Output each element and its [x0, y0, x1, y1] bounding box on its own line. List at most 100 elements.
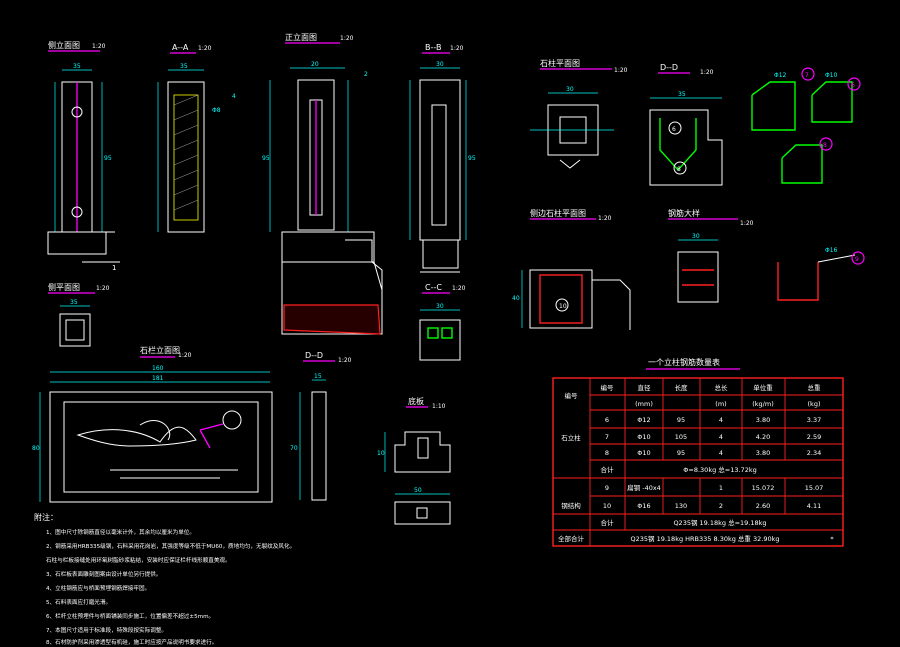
callout: 2 — [364, 71, 368, 78]
stirrup — [659, 118, 697, 172]
rebar-shape-1 — [751, 81, 796, 131]
note-line: 3、石栏板表面雕刻图案由设计单位另行提供。 — [46, 570, 161, 578]
deck-slab — [281, 261, 383, 335]
view-rebar-detail: 钢筋大样 1:20 30 — [668, 208, 754, 303]
callout: 8 — [823, 142, 827, 149]
dim-text: 95 — [468, 155, 476, 162]
header-cell: 单位重 — [753, 383, 773, 392]
cell: 9 — [605, 484, 609, 492]
view-title: B--B — [425, 43, 441, 52]
view-scale: 1:20 — [614, 67, 628, 74]
rebar-label: Φ16 — [825, 247, 838, 254]
note-line: 1、图中尺寸除钢筋直径以毫米计外，其余均以厘米为单位。 — [46, 528, 195, 536]
detail-outline — [677, 251, 719, 303]
plan-core — [65, 319, 85, 341]
rebar-box — [427, 327, 439, 339]
deck-block — [281, 231, 375, 263]
cell: 2 — [719, 502, 723, 510]
view-scale: 1:10 — [432, 403, 446, 410]
cell: 4.20 — [756, 433, 770, 441]
cell: 2.34 — [807, 449, 821, 457]
view-rail-panel: 石栏立面图 1:20 160 181 80 — [32, 345, 273, 503]
cell: 2.60 — [756, 502, 770, 510]
view-scale: 1:20 — [338, 357, 352, 364]
dim-text: 15 — [314, 373, 322, 380]
cell: 4.11 — [807, 502, 821, 510]
view-title: 底板 — [408, 396, 424, 406]
callout-circle — [801, 67, 815, 81]
view-section-aa: A--A 1:20 35 Φ8 4 — [157, 43, 236, 233]
table-row: 7 Φ10 105 4 4.20 2.59 — [605, 433, 821, 441]
leader-line — [817, 254, 856, 263]
view-front-elevation: 正立面图 1:20 20 95 2 — [262, 32, 383, 335]
rebar-label: Φ12 — [774, 72, 787, 79]
plan-outline — [59, 313, 91, 347]
view-scale: 1:20 — [450, 45, 464, 52]
cell: 95 — [677, 449, 685, 457]
view-scale: 1:20 — [96, 285, 110, 292]
header-cell: 直径 — [638, 383, 652, 392]
dim-text: 40 — [512, 295, 520, 302]
dim-text: 95 — [104, 155, 112, 162]
header-cell: (m) — [715, 400, 726, 408]
sum-label: 合计 — [601, 518, 615, 527]
cell: 3.80 — [756, 416, 770, 424]
cell: 105 — [675, 433, 687, 441]
note-line: 7、本图尺寸适用于标准段，特殊段按实际调整。 — [46, 626, 167, 634]
note-line: 石柱与栏板接缝处用环氧树脂砂浆粘结，安装时应保证栏杆线形顺直美观。 — [46, 556, 231, 564]
cell: Φ12 — [637, 416, 650, 424]
carving-motif — [76, 426, 197, 447]
view-title: 石柱平面图 — [540, 58, 580, 68]
view-section-cc: C--C 1:20 30 — [419, 283, 466, 361]
cell: 6 — [605, 416, 609, 424]
view-section-dd-top: D--D 1:20 6 8 35 — [649, 63, 723, 186]
cell: 4 — [719, 433, 723, 441]
rebar-u-shape — [777, 262, 819, 301]
dim-text: 80 — [32, 445, 40, 452]
view-scale: 1:20 — [340, 35, 354, 42]
view-title: 钢筋大样 — [668, 208, 700, 218]
dim-text: 50 — [414, 487, 422, 494]
dim-text: 10 — [377, 450, 385, 457]
view-section-bb: B--B 1:20 30 95 — [409, 43, 476, 273]
cell: 3.37 — [807, 416, 821, 424]
dim-text: 30 — [436, 303, 444, 310]
note-line: 5、石料表面应打磨光滑。 — [46, 598, 111, 606]
view-post-plan: 石柱平面图 1:20 30 — [530, 58, 628, 169]
header-cell: (mm) — [635, 400, 653, 408]
rebar-label: Φ10 — [825, 72, 838, 79]
dim-text: 95 — [262, 155, 270, 162]
table-row: 9 扁钢 -40x4 1 15.072 15.07 — [605, 483, 823, 492]
dim-text: 30 — [436, 61, 444, 68]
callout: 8 — [677, 166, 681, 173]
dim-text: 20 — [311, 61, 319, 68]
rebar-quantity-table: 一个立柱钢筋数量表 编号 编号 — [552, 357, 844, 547]
callout: 1 — [112, 264, 116, 272]
view-title: 侧立面图 — [48, 40, 80, 50]
view-section-dd-low: D--D 1:20 70 15 — [290, 351, 352, 501]
callout-circle — [847, 77, 861, 91]
callout: 6 — [672, 126, 676, 133]
dim-text: 35 — [180, 63, 188, 70]
note-line: 2、钢筋采用HRB335级钢，石料采用花岗岩，其强度等级不低于MU60，质地均匀… — [46, 542, 295, 550]
dim-text: 30 — [566, 86, 574, 93]
callout-circle — [673, 161, 687, 175]
total-value: Q235钢 19.18kg HRB335 8.30kg 总重 32.90kg — [631, 534, 780, 543]
table-frame — [552, 377, 844, 547]
sum-value: Q235钢 19.18kg 总=19.18kg — [673, 518, 766, 527]
view-title: D--D — [305, 351, 323, 360]
view-base-plate: 底板 1:10 50 10 — [377, 396, 451, 525]
cell: Φ10 — [637, 449, 650, 457]
cell: 7 — [605, 433, 609, 441]
callout: Φ8 — [212, 107, 221, 114]
dim-text: 30 — [692, 233, 700, 240]
table-row: 10 Φ16 130 2 2.60 4.11 — [603, 502, 821, 510]
rebar-shapes: 7 6 8 Φ12 Φ10 — [751, 67, 861, 184]
view-side-elevation: 侧立面图 1:20 35 95 1 — [47, 40, 120, 272]
header-cell: 长度 — [675, 383, 689, 392]
edge-line — [592, 279, 631, 330]
base-stub — [422, 239, 459, 269]
view-scale: 1:20 — [598, 215, 612, 222]
header-cell: 编号 — [601, 383, 615, 392]
callout: 9 — [855, 256, 859, 263]
